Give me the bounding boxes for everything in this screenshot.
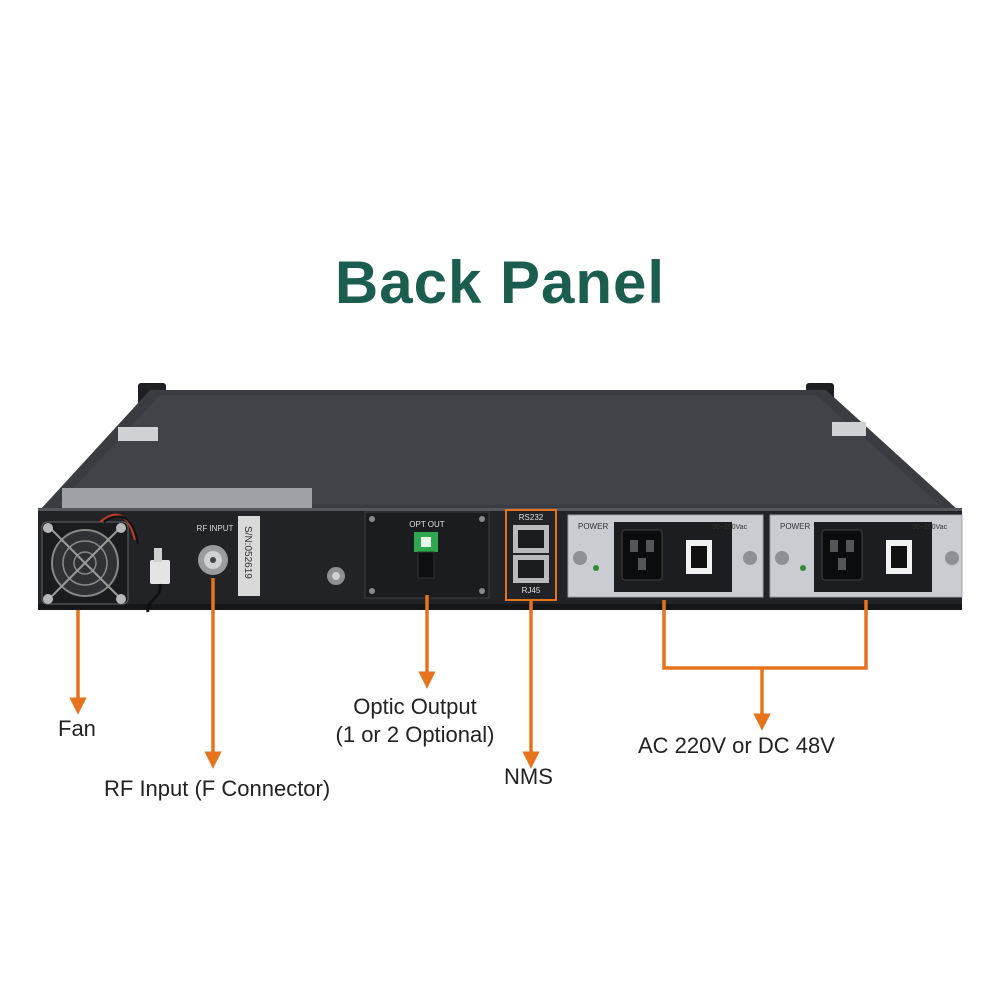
ground-connector (146, 548, 170, 613)
rs232-port (513, 525, 549, 553)
page-title: Back Panel (334, 249, 666, 316)
callout-arrows (69, 578, 868, 769)
psu2-power-label: POWER (780, 522, 810, 531)
serial-number: S/N:052619 (242, 526, 253, 579)
rj45-panel-label: RJ45 (522, 586, 541, 595)
test-port (327, 567, 345, 585)
serial-sticker (238, 516, 260, 596)
sc-apc-connector (414, 532, 438, 579)
rj45-port (513, 555, 549, 583)
fan-callout: Fan (58, 716, 96, 741)
top-sticker-left (118, 427, 158, 441)
top-sticker-right (832, 422, 866, 436)
nms-callout: NMS (504, 764, 553, 789)
optic-output-callout-line1: Optic Output (353, 694, 477, 719)
power-bracket (662, 600, 868, 670)
fan-icon (41, 513, 139, 605)
rf-input-panel-label: RF INPUT (197, 524, 234, 533)
rf-input-connector (198, 545, 228, 575)
power-callout: AC 220V or DC 48V (638, 733, 835, 758)
power-supply-2 (769, 514, 963, 598)
psu1-power-label: POWER (578, 522, 608, 531)
power-supply-1 (567, 514, 764, 598)
opt-out-panel-label: OPT OUT (409, 520, 445, 529)
optic-output-callout-line2: (1 or 2 Optional) (335, 722, 495, 747)
rear-label-sticker (62, 488, 312, 510)
psu2-voltage-label: 90~250Vac (912, 524, 948, 531)
rf-input-callout: RF Input (F Connector) (104, 776, 331, 801)
psu1-voltage-label: 90~250Vac (712, 524, 748, 531)
rs232-panel-label: RS232 (519, 513, 544, 522)
optic-output-callout: Optic Output (1 or 2 Optional) (300, 694, 530, 748)
